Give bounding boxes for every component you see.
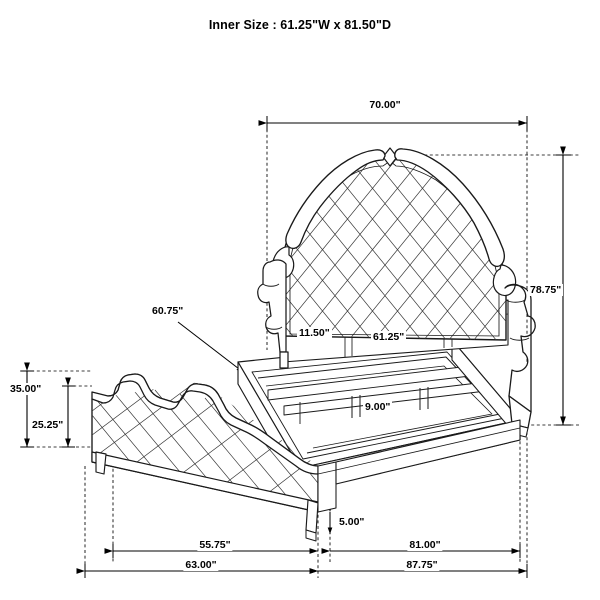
headboard-post-left (257, 259, 289, 369)
label-leg-5-00: 5.00" (337, 516, 367, 528)
footboard-inner-face (317, 461, 337, 513)
dimension-bottom-55-75 (104, 544, 318, 558)
leader-60-75 (177, 321, 244, 373)
dimension-height-25-25 (62, 377, 75, 448)
dimension-bottom-63-00 (76, 564, 318, 578)
label-height-78-75: 78.75" (528, 284, 564, 296)
label-bottom-87-75: 87.75" (404, 559, 440, 571)
label-bottom-55-75: 55.75" (197, 539, 233, 551)
label-height-25-25: 25.25" (30, 419, 66, 431)
label-slat-9-00: 9.00" (363, 401, 393, 413)
footboard-legs (95, 451, 319, 542)
label-rail-11-50: 11.50" (297, 327, 332, 339)
dimension-bottom-87-75 (309, 564, 528, 578)
label-bottom-81-00: 81.00" (407, 539, 443, 551)
label-bottom-63-00: 63.00" (183, 559, 219, 571)
label-inner-depth-60-75: 60.75" (150, 305, 186, 317)
label-inner-width-61-25: 61.25" (371, 331, 407, 343)
dimension-bottom-81-00 (321, 544, 521, 558)
page-title: Inner Size : 61.25"W x 81.50"D (208, 18, 392, 32)
label-height-35: 35.00" (8, 383, 44, 395)
headboard-crown-molding (271, 147, 517, 297)
dimension-width-70 (258, 116, 528, 131)
label-width-70: 70.00" (367, 99, 403, 111)
bed-side-rail-outer (335, 419, 521, 485)
